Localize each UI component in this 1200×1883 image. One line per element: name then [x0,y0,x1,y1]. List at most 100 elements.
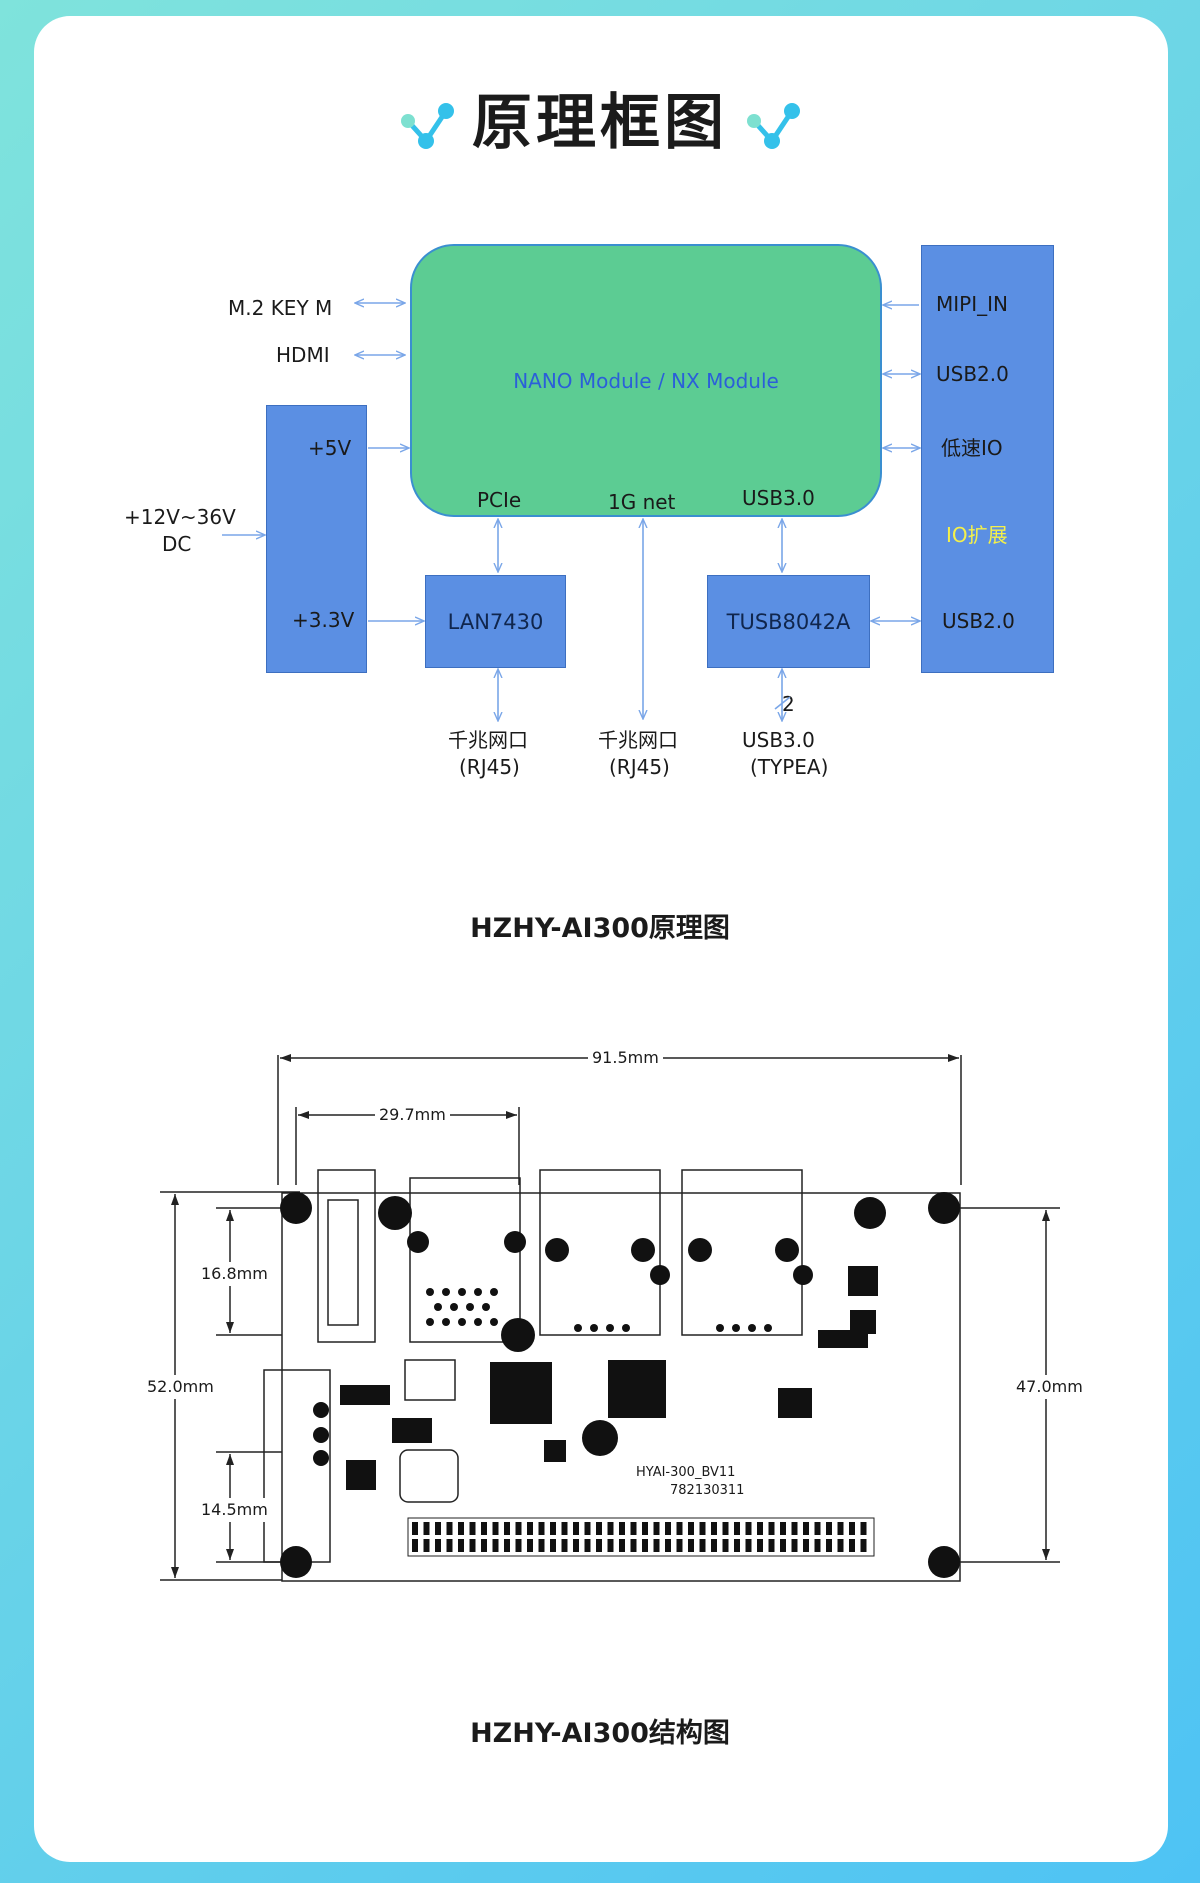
header-pin [722,1522,729,1535]
mipi-in-label: MIPI_IN [936,292,1008,316]
header-pin [699,1539,706,1552]
header-pin [469,1539,476,1552]
lan-chip-label: LAN7430 [447,609,544,634]
usb2-top-label: USB2.0 [936,362,1009,386]
header-pin [607,1522,614,1535]
header-pin [561,1522,568,1535]
header-pin [412,1539,418,1552]
header-pin [561,1539,568,1552]
header-pin [653,1539,660,1552]
power-5v-label: +5V [308,436,352,460]
power-block [266,405,367,673]
bus-slash [774,696,791,710]
header-pin [826,1539,832,1552]
usb2-bottom-label: USB2.0 [942,609,1015,633]
header-pin [814,1539,821,1552]
usb-hub-chip-label: TUSB8042A [726,609,851,634]
module-label: NANO Module / NX Module [513,368,779,393]
header-pin [481,1539,487,1552]
header-pin [745,1539,752,1552]
header-pin [676,1522,683,1535]
header-pin [527,1522,533,1535]
header-pin [860,1539,867,1552]
header-pin [734,1522,740,1535]
eth1-label-line1: 千兆网口 [448,728,528,752]
power-input-line2: DC [162,532,192,556]
dim-hole-label: 47.0mm [1013,1375,1086,1399]
dim-lower-label: 14.5mm [198,1498,271,1522]
header-pin [492,1522,499,1535]
header-pin [699,1522,706,1535]
header-pin [596,1522,602,1535]
header-pin [504,1539,510,1552]
header-pin [458,1522,464,1535]
header-pin [757,1539,763,1552]
header-pin [607,1539,614,1552]
header-pin [722,1539,729,1552]
header-pin [768,1522,775,1535]
m2-key-m-label: M.2 KEY M [228,296,333,320]
header-pin [481,1522,487,1535]
header-pin [814,1522,821,1535]
header-pin [780,1522,786,1535]
header-pin [515,1539,522,1552]
header-pin [573,1522,579,1535]
header-pin [642,1522,648,1535]
network-node-icon [747,103,800,150]
header-pin [642,1539,648,1552]
header-pin [734,1539,740,1552]
header-pin [688,1522,694,1535]
header-pin [412,1522,418,1535]
usb3-port-label: USB3.0 [742,486,815,510]
dim-upper-label: 16.8mm [198,1262,271,1286]
header-pin [423,1539,430,1552]
header-pin [780,1539,786,1552]
header-pin [745,1522,752,1535]
power-33v-label: +3.3V [292,608,355,632]
pcie-label: PCIe [477,488,522,512]
header-pin [676,1539,683,1552]
net-label: 1G net [608,490,676,514]
header-pin [584,1539,591,1552]
usb-hub-chip-block: TUSB8042A [707,575,870,668]
structure-caption: HZHY-AI300结构图 [470,1718,730,1749]
lan-chip-block: LAN7430 [425,575,566,668]
header-pin [688,1539,694,1552]
header-pin [837,1539,844,1552]
io-expansion-title: IO扩展 [946,523,1008,547]
header-pin [768,1539,775,1552]
dim-height-label: 52.0mm [144,1375,217,1399]
header-pin [584,1522,591,1535]
title-text: 原理框图 [472,88,728,158]
header-pin [527,1539,533,1552]
header-pin [446,1522,453,1535]
header-pin [711,1539,717,1552]
header-pin [538,1522,545,1535]
board-dimension-drawing [160,1054,1060,1582]
header-pin [573,1539,579,1552]
header-pin [826,1522,832,1535]
page-title: 原理框图 [0,78,1200,168]
header-pin [446,1539,453,1552]
network-node-icon [401,103,454,150]
io-expansion-panel [921,245,1054,673]
header-pin [550,1522,556,1535]
block-diagram-caption: HZHY-AI300原理图 [470,913,730,944]
header-pin [515,1522,522,1535]
header-pin [849,1522,855,1535]
header-pin [458,1539,464,1552]
header-pin [423,1522,430,1535]
header-pin [791,1522,798,1535]
header-pin [665,1539,671,1552]
lowspeed-io-label: 低速IO [941,436,1003,460]
header-pin [619,1522,625,1535]
header-pin [837,1522,844,1535]
header-pin [665,1522,671,1535]
header-pin [492,1539,499,1552]
header-pin [504,1522,510,1535]
board-silkscreen-line2: 782130311 [670,1483,745,1498]
usb3-out-label-line2: (TYPEA) [750,755,829,779]
header-pin [860,1522,867,1535]
header-pin [803,1522,809,1535]
dim-width-label: 91.5mm [588,1046,663,1070]
